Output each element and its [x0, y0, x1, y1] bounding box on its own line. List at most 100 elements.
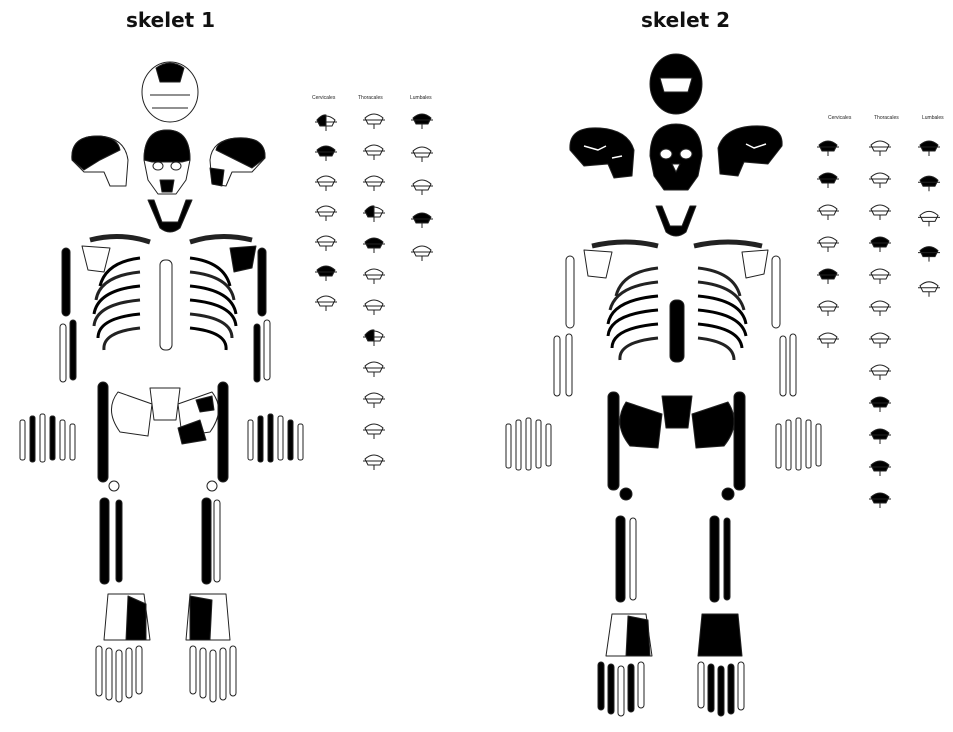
mandible [656, 206, 696, 236]
ulna-right [264, 320, 270, 380]
skeleton-diagram-2 [476, 0, 953, 732]
skull-right-lateral [210, 138, 265, 186]
ulna-right [790, 334, 796, 396]
lumbar-vertebra [411, 213, 433, 228]
thoracic-vertebrae-2 [869, 141, 891, 508]
tibia-right [710, 516, 719, 602]
thoracic-vertebra [869, 333, 891, 348]
thoracic-vertebra [363, 176, 385, 191]
humerus-left [62, 248, 70, 316]
lumbar-vertebrae-1 [411, 114, 433, 261]
ribs-right [698, 268, 746, 360]
fibula-left [630, 518, 636, 600]
thoracic-vertebra [363, 145, 385, 160]
lumbar-vertebra [411, 246, 433, 261]
foot-left [96, 594, 150, 702]
tibia-left [100, 498, 109, 584]
lumbar-vertebrae-2 [918, 141, 940, 297]
radius-right [254, 324, 260, 382]
ribs-right [190, 258, 236, 350]
thoracic-vertebra [869, 301, 891, 316]
cervical-vertebra [817, 205, 839, 220]
femur-left [608, 392, 619, 490]
thoracic-vertebra [363, 206, 385, 222]
cervical-vertebra [817, 141, 839, 156]
clavicle-right [190, 236, 252, 242]
cervical-vertebra [817, 301, 839, 316]
thoracic-vertebra [363, 330, 385, 346]
thoracic-vertebra [363, 114, 385, 129]
radius-left [554, 336, 560, 396]
mandible [148, 200, 192, 232]
cervical-vertebra [315, 115, 337, 131]
tibia-right [202, 498, 211, 584]
patella-left [620, 488, 632, 500]
cervical-vertebra [315, 266, 337, 281]
thoracic-vertebra [869, 173, 891, 188]
ribs-left [608, 268, 658, 360]
thoracic-vertebrae-1 [363, 114, 385, 470]
hand-right [776, 418, 821, 470]
thoracic-vertebra [869, 237, 891, 252]
fibula-right [214, 500, 220, 582]
hand-left [506, 418, 551, 470]
cervical-vertebrae-1 [315, 115, 337, 311]
thoracic-vertebra [869, 429, 891, 444]
clavicle-right [694, 242, 762, 246]
thoracic-vertebra [363, 424, 385, 439]
thoracic-vertebra [363, 269, 385, 284]
cervical-vertebra [817, 237, 839, 252]
clavicle-left [90, 236, 150, 242]
thoracic-vertebra [869, 365, 891, 380]
cervical-vertebra [315, 146, 337, 161]
thoracic-vertebra [363, 238, 385, 253]
scapula-left [82, 246, 110, 272]
thoracic-vertebra [869, 461, 891, 476]
foot-right [698, 614, 744, 716]
tibia-left [616, 516, 625, 602]
thoracic-vertebra [363, 455, 385, 470]
skull-top-view [650, 54, 702, 114]
patella-right [207, 481, 217, 491]
hand-left [20, 414, 75, 462]
thoracic-vertebra [869, 397, 891, 412]
lumbar-vertebra [918, 247, 940, 262]
fibula-left [116, 500, 122, 582]
skull-right-lateral [718, 126, 782, 176]
ulna-left [566, 334, 572, 396]
lumbar-vertebra [918, 176, 940, 191]
humerus-left [566, 256, 574, 328]
thoracic-vertebra [363, 300, 385, 315]
skeleton-panel-1: skelet 1 Cervicales Thoracales Lumbales [0, 0, 476, 732]
cervical-vertebra [315, 206, 337, 221]
lumbar-vertebra [411, 180, 433, 195]
lumbar-vertebra [918, 211, 940, 226]
lumbar-vertebra [918, 141, 940, 156]
cervical-vertebra [315, 176, 337, 191]
fibula-right [724, 518, 730, 600]
skull-top-view [142, 62, 198, 122]
clavicle-left [592, 242, 658, 246]
radius-right [780, 336, 786, 396]
skull-left-lateral [570, 128, 634, 178]
thoracic-vertebra [869, 205, 891, 220]
skeleton-panel-2: skelet 2 Cervicales Thoracales Lumbales [476, 0, 953, 732]
scapula-right [230, 246, 256, 272]
skull-frontal [144, 130, 190, 194]
thoracic-vertebra [363, 362, 385, 377]
lumbar-vertebra [411, 147, 433, 162]
cervical-vertebra [315, 296, 337, 311]
femur-right [734, 392, 745, 490]
cervical-vertebra [817, 333, 839, 348]
pelvis [111, 388, 218, 444]
foot-right [186, 594, 236, 702]
sternum [670, 300, 684, 362]
patella-left [109, 481, 119, 491]
skeleton-diagram-1 [0, 0, 476, 732]
skull-left-lateral [72, 136, 128, 186]
cervical-vertebra [817, 269, 839, 284]
radius-left [60, 324, 66, 382]
thoracic-vertebra [869, 269, 891, 284]
patella-right [722, 488, 734, 500]
pelvis [620, 396, 734, 448]
